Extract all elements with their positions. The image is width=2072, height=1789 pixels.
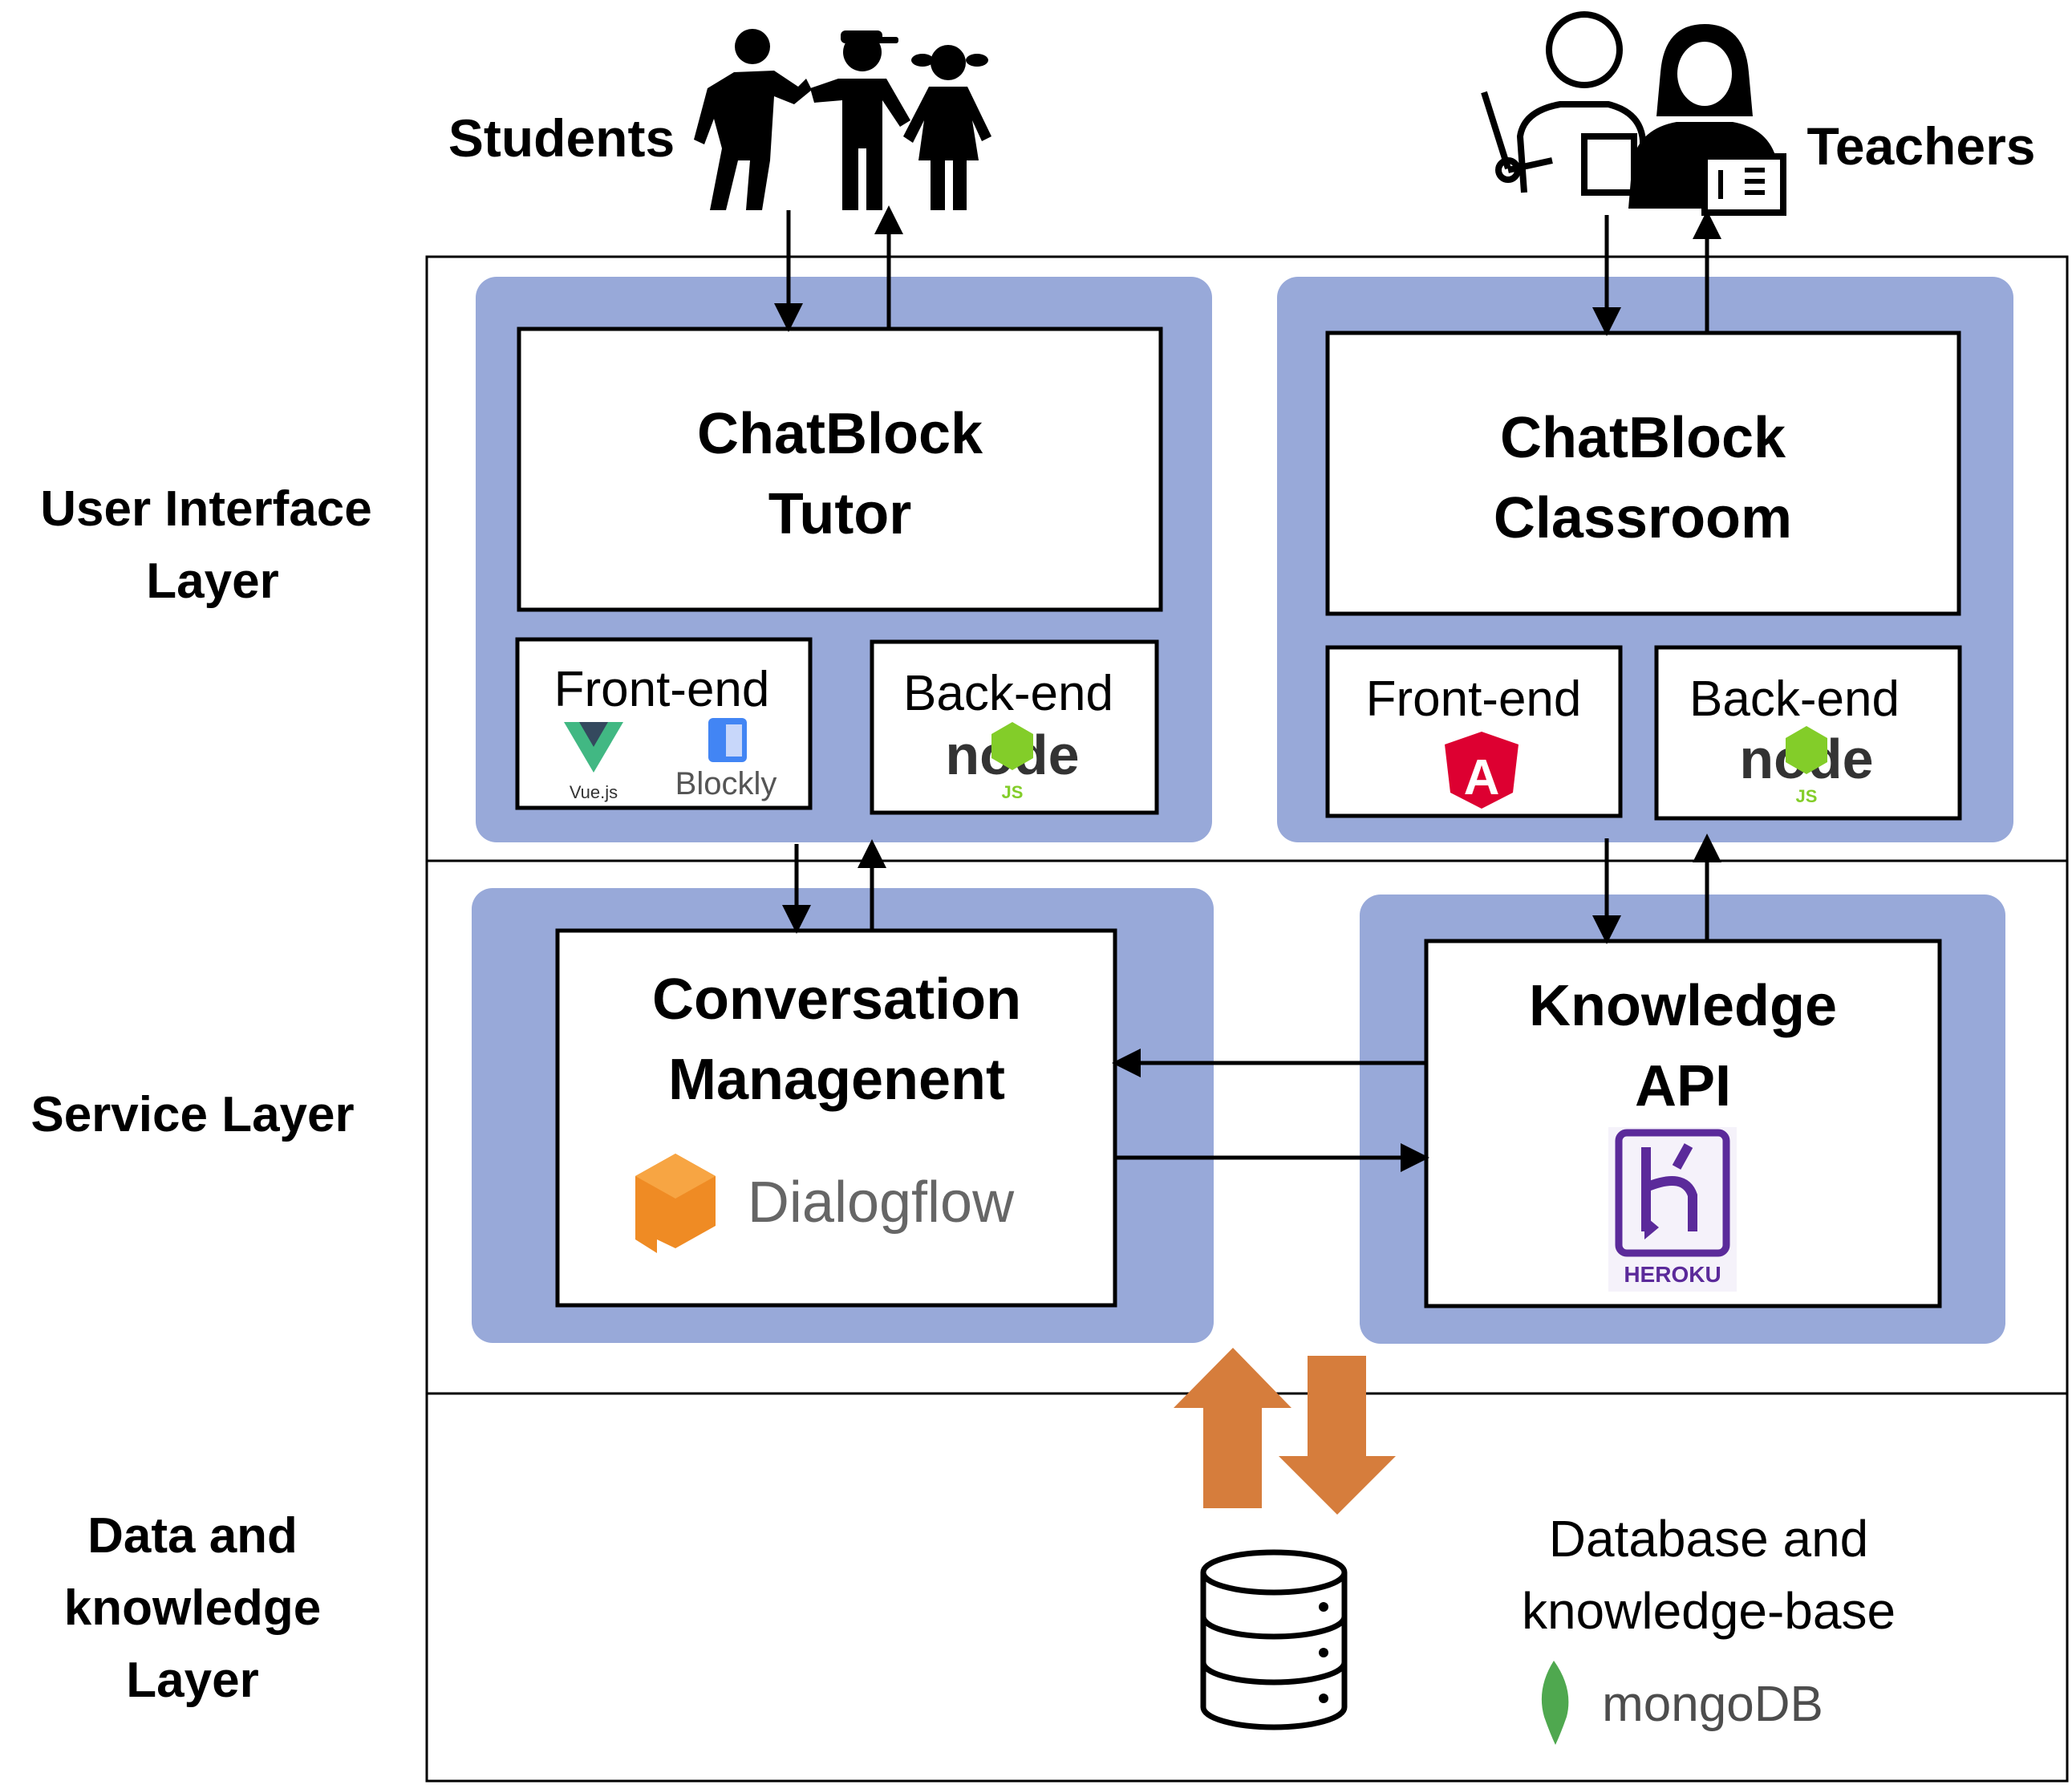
- knowledge-panel: Knowledge API HEROKU: [1360, 894, 2005, 1344]
- layer-frame: [425, 255, 2069, 1783]
- tutor-panel: ChatBlock Tutor Front-end Vue.js Blockly…: [476, 277, 1212, 842]
- database-label-line1: Database and: [1549, 1510, 1869, 1568]
- classroom-main-box: [1325, 331, 1961, 616]
- database-label-line2: knowledge-base: [1522, 1582, 1896, 1640]
- students-label: Students: [448, 108, 675, 168]
- teacher-icon: [1481, 11, 1646, 196]
- knowledge-title-line1: Knowledge: [1529, 974, 1837, 1038]
- blockly-logo: Blockly: [675, 718, 777, 801]
- heroku-logo: HEROKU: [1608, 1127, 1737, 1292]
- classroom-backend-label: Back-end: [1689, 671, 1900, 727]
- angular-logo: A: [1445, 732, 1519, 809]
- heroku-logo-label: HEROKU: [1624, 1262, 1721, 1287]
- vue-logo: Vue.js: [564, 722, 623, 802]
- conversation-panel: Conversation Managenent Dialogflow: [472, 888, 1214, 1343]
- classroom-title-line2: Classroom: [1494, 486, 1792, 550]
- tutor-frontend-label: Front-end: [554, 662, 770, 717]
- blockly-logo-label: Blockly: [675, 766, 777, 801]
- orange-up-arrow: [1174, 1348, 1291, 1508]
- tutor-main-box: [517, 327, 1163, 612]
- angular-logo-letter: A: [1464, 750, 1500, 805]
- service-layer-label: Service Layer: [30, 1087, 354, 1142]
- classroom-panel: ChatBlock Classroom Front-end A Back-end…: [1277, 277, 2013, 842]
- layer-labels: User Interface Layer Service Layer Data …: [30, 481, 371, 1708]
- student-icon: [694, 29, 991, 210]
- ui-layer-label-line1: User Interface: [40, 481, 372, 537]
- data-arrows: [1174, 1348, 1396, 1515]
- dialogflow-logo: Dialogflow: [635, 1154, 1015, 1253]
- node-js-badge-classroom: JS: [1796, 786, 1818, 806]
- tutor-title-line2: Tutor: [768, 482, 912, 546]
- female-teacher-icon: [1628, 24, 1786, 216]
- database-icon: [1200, 1549, 1348, 1730]
- conversation-title-line1: Conversation: [652, 968, 1021, 1032]
- tutor-backend-label: Back-end: [903, 666, 1113, 721]
- dialogflow-logo-label: Dialogflow: [748, 1170, 1015, 1235]
- node-logo: node JS: [945, 722, 1080, 802]
- tutor-title-line1: ChatBlock: [697, 402, 983, 466]
- node-logo-classroom: node JS: [1739, 726, 1874, 806]
- ui-layer-label-line2: Layer: [146, 554, 278, 609]
- students-actor: Students: [448, 29, 991, 210]
- orange-down-arrow: [1279, 1356, 1396, 1515]
- data-layer-label-line3: Layer: [126, 1653, 258, 1708]
- classroom-frontend-label: Front-end: [1366, 671, 1582, 727]
- mongodb-logo: mongoDB: [1541, 1661, 1823, 1745]
- teachers-label: Teachers: [1807, 116, 2036, 176]
- vue-logo-label: Vue.js: [570, 782, 618, 802]
- mongodb-logo-label: mongoDB: [1602, 1677, 1823, 1732]
- data-layer-label-line2: knowledge: [64, 1580, 321, 1636]
- connector-arrows: [774, 205, 1721, 1172]
- data-layer-label-line1: Data and: [87, 1508, 298, 1564]
- classroom-title-line1: ChatBlock: [1500, 406, 1786, 470]
- knowledge-title-line2: API: [1635, 1054, 1731, 1118]
- conversation-title-line2: Managenent: [668, 1048, 1005, 1112]
- node-js-badge: JS: [1002, 782, 1024, 802]
- teachers-actor: Teachers: [1481, 11, 2036, 216]
